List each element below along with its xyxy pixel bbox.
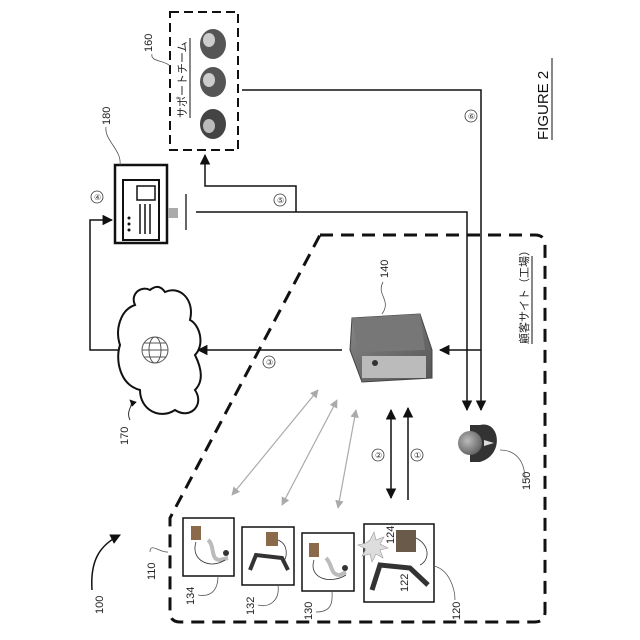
device-132 — [242, 527, 294, 585]
ref-180: 180 — [101, 107, 113, 125]
ref-130: 130 — [303, 602, 315, 620]
ref-150: 150 — [521, 472, 533, 490]
step-1: ① — [414, 451, 421, 460]
wireless-link-130 — [338, 410, 356, 508]
flow-arrow-5-operator — [196, 212, 467, 410]
edge-gateway-device — [350, 314, 432, 382]
figure-title: FIGURE 2 — [535, 58, 552, 140]
ref-110: 110 — [146, 562, 158, 580]
support-member-icon — [200, 67, 226, 97]
terminal-computer — [115, 165, 186, 243]
wireless-link-132 — [282, 400, 337, 505]
device-130 — [302, 533, 354, 591]
device-134 — [183, 518, 234, 576]
ref-120: 120 — [451, 602, 463, 620]
step-5: ⑤ — [277, 196, 284, 205]
step-6: ⑥ — [468, 112, 475, 121]
cloud-network — [118, 287, 201, 414]
ref-140: 140 — [379, 260, 391, 278]
ref-132: 132 — [245, 597, 257, 615]
step-3: ③ — [266, 358, 273, 367]
support-team-label: サポートチーム — [176, 41, 189, 118]
ref-100: 100 — [94, 596, 106, 614]
wireless-link-134 — [232, 390, 318, 495]
ref-122: 122 — [399, 574, 411, 592]
step-4: ④ — [94, 193, 101, 202]
customer-site-label: 顧客サイト（工場） — [517, 245, 531, 344]
ref-134: 134 — [185, 587, 197, 605]
support-member-icon — [200, 29, 226, 59]
ref-160: 160 — [143, 34, 155, 52]
operator-person-icon — [458, 425, 497, 462]
svg-text:FIGURE 2: FIGURE 2 — [535, 71, 552, 140]
ref-124: 124 — [385, 526, 397, 544]
support-member-icon — [200, 109, 226, 139]
ref-170: 170 — [119, 427, 131, 445]
step-2: ② — [375, 451, 382, 460]
support-team-box: サポートチーム — [170, 12, 238, 150]
